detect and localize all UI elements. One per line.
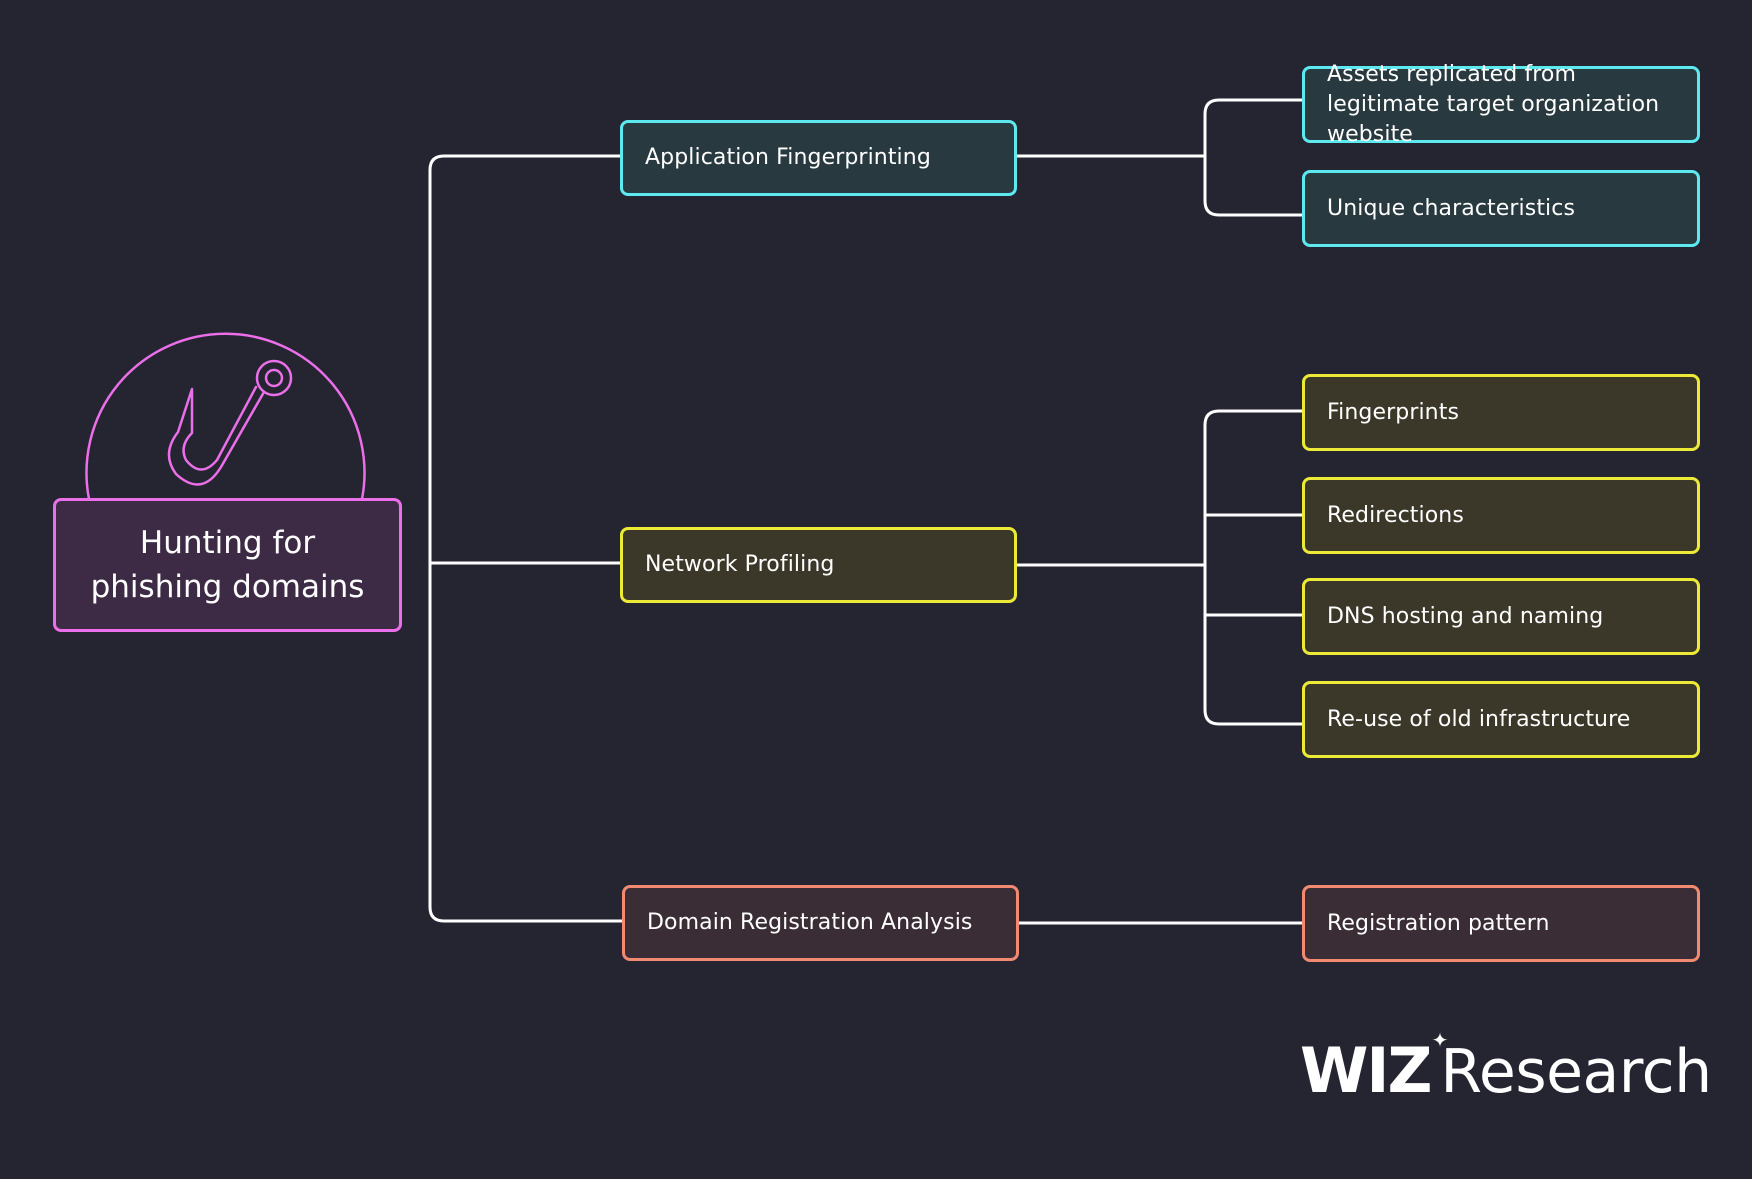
leaf-assets-replicated: Assets replicated from legitimate target… [1302, 62, 1700, 147]
branch-label: Application Fingerprinting [645, 145, 931, 170]
leaf-label: Re-use of old infrastructure [1327, 706, 1631, 732]
sparkle-icon: ✦ [1431, 1028, 1449, 1052]
brand-primary-text: WIZ [1300, 1034, 1432, 1107]
leaf-reuse-old-infrastructure: Re-use of old infrastructure [1302, 681, 1700, 758]
leaf-label: DNS hosting and naming [1327, 603, 1604, 629]
leaf-registration-pattern: Registration pattern [1302, 885, 1700, 962]
connector-application-unique [1203, 154, 1304, 217]
connector-root-application [428, 154, 622, 565]
leaf-dns-hosting-naming: DNS hosting and naming [1302, 578, 1700, 655]
connector-root-domain [428, 561, 624, 923]
branch-application-fingerprinting: Application Fingerprinting [620, 120, 1017, 196]
branch-domain-registration-analysis: Domain Registration Analysis [622, 885, 1019, 961]
leaf-fingerprints: Fingerprints [1302, 374, 1700, 451]
leaf-redirections: Redirections [1302, 477, 1700, 554]
leaf-label: Assets replicated from legitimate target… [1327, 61, 1660, 147]
root-label: Hunting for phishing domains [90, 525, 365, 605]
brand-wiz-wordmark: WIZ ✦ [1300, 1030, 1448, 1107]
connector-network-fingerprints [1203, 409, 1304, 567]
branch-label: Domain Registration Analysis [647, 910, 973, 935]
connector-network-reuse [1203, 563, 1304, 726]
root-node: Hunting for phishing domains [53, 498, 402, 632]
root-badge-circle [85, 332, 366, 500]
brand-research-text: Research [1440, 1037, 1712, 1107]
branch-network-profiling: Network Profiling [620, 527, 1017, 603]
leaf-label: Unique characteristics [1327, 195, 1576, 221]
connector-application-assets [1203, 98, 1304, 158]
leaf-label: Redirections [1327, 502, 1464, 528]
root-badge [85, 332, 366, 500]
leaf-label: Fingerprints [1327, 399, 1460, 425]
wiz-research-logo: WIZ ✦ Research [1300, 1030, 1712, 1107]
leaf-unique-characteristics: Unique characteristics [1302, 170, 1700, 247]
branch-label: Network Profiling [645, 552, 835, 577]
fishing-hook-icon [167, 359, 293, 486]
leaf-label: Registration pattern [1327, 910, 1550, 936]
